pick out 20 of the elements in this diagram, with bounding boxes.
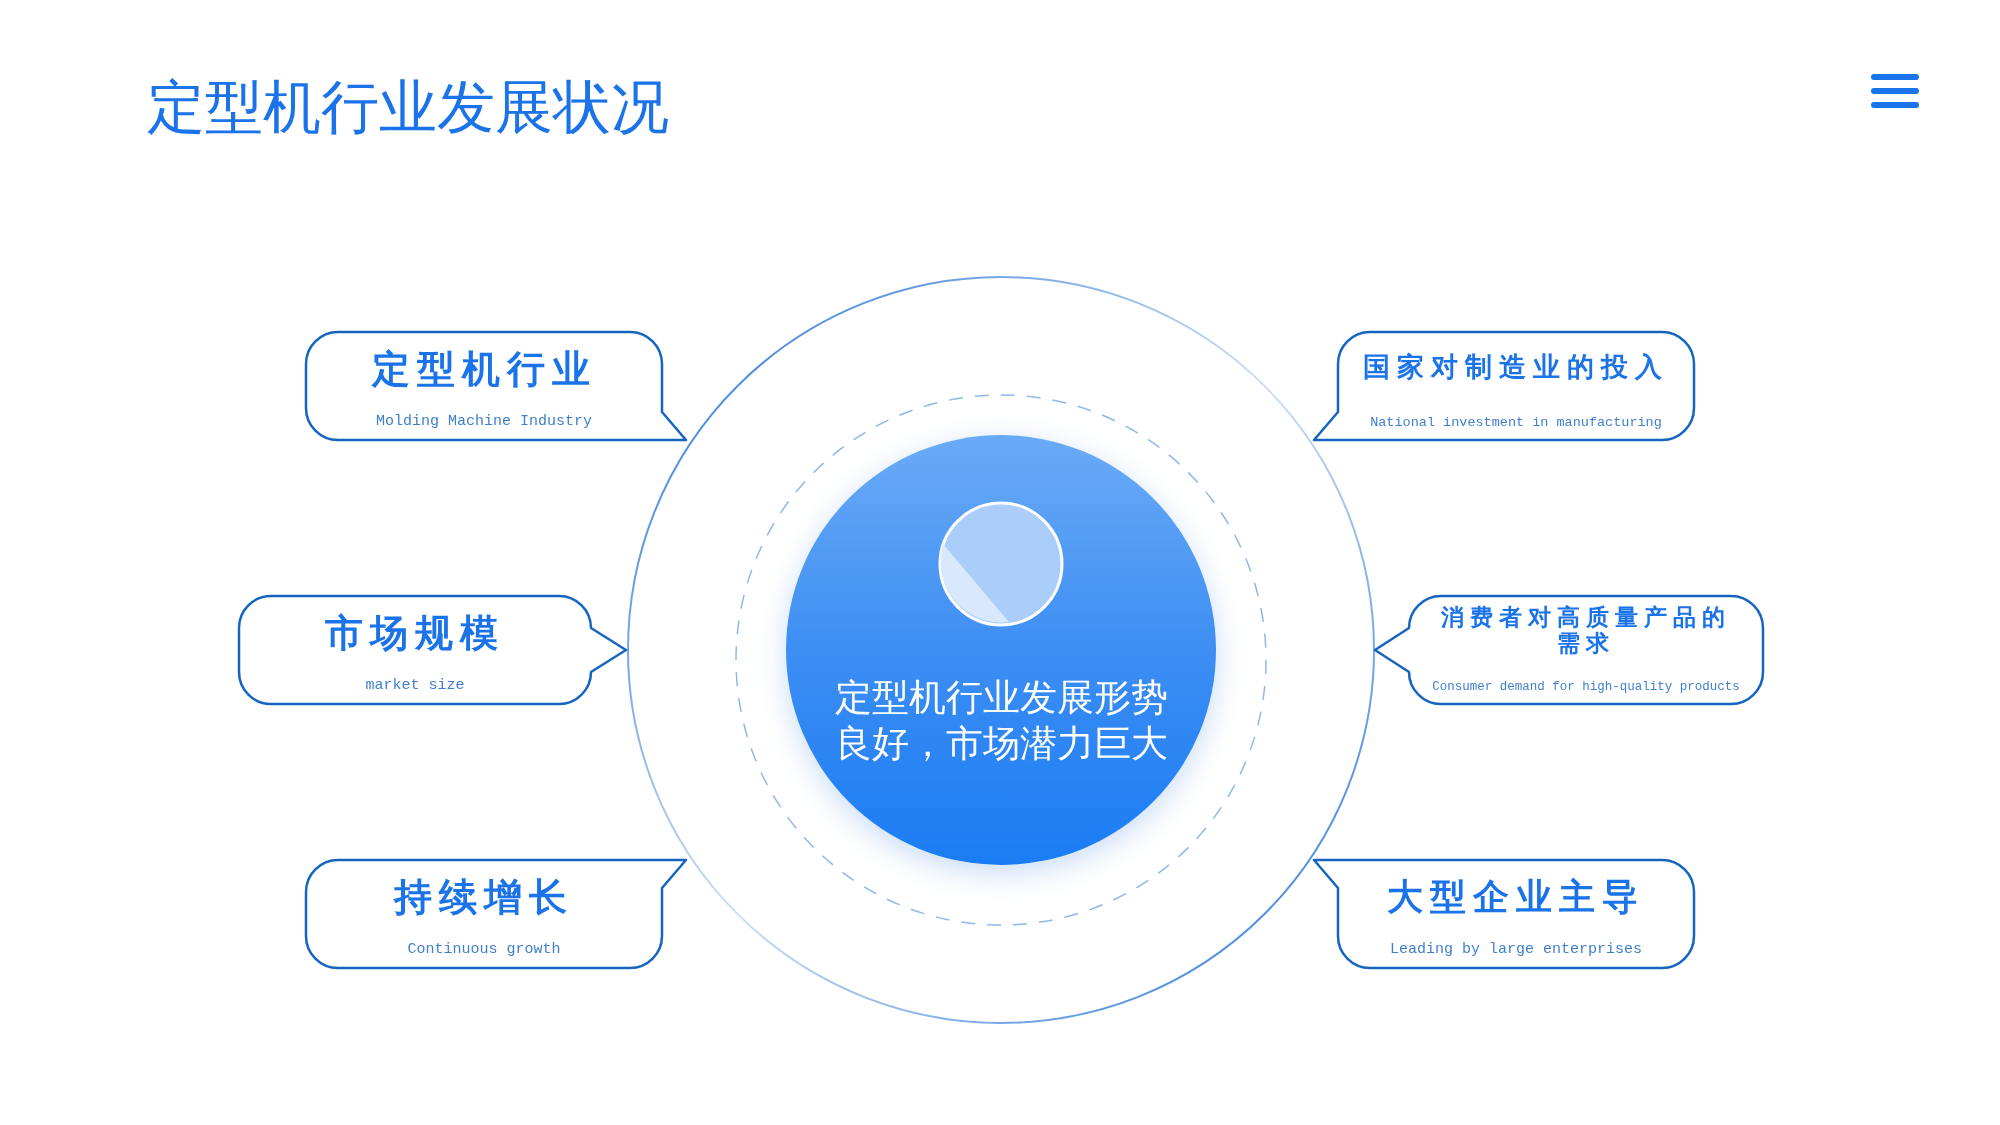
bubble-heading: 消费者对高质量产品的需求	[1440, 604, 1732, 657]
speech-bubble	[1314, 332, 1694, 440]
bubble-heading: 市场规模	[324, 612, 506, 656]
speech-bubble	[1375, 596, 1763, 704]
bubble-subtitle: market size	[364, 677, 466, 694]
speech-bubble	[1314, 860, 1694, 968]
speech-bubble	[306, 860, 686, 968]
bubble-subtitle: Continuous growth	[406, 941, 562, 958]
bubble-heading: 定型机行业	[370, 348, 598, 392]
bubble-subtitle: Leading by large enterprises	[1388, 941, 1643, 958]
center-text: 定型机行业发展形势良好，市场潜力巨大	[833, 676, 1169, 767]
bubble-subtitle: National investment in manufacturing	[1369, 415, 1663, 430]
speech-bubble	[239, 596, 626, 704]
bubble-heading: 国家对制造业的投入	[1362, 352, 1670, 384]
bubble-subtitle: Molding Machine Industry	[374, 413, 593, 430]
title: 定型机行业发展状况	[147, 76, 669, 140]
bubble-subtitle: Consumer demand for high-quality products	[1431, 680, 1741, 694]
bubble-heading: 大型企业主导	[1386, 876, 1646, 918]
bubble-heading: 持续增长	[392, 876, 575, 920]
speech-bubble	[306, 332, 686, 440]
